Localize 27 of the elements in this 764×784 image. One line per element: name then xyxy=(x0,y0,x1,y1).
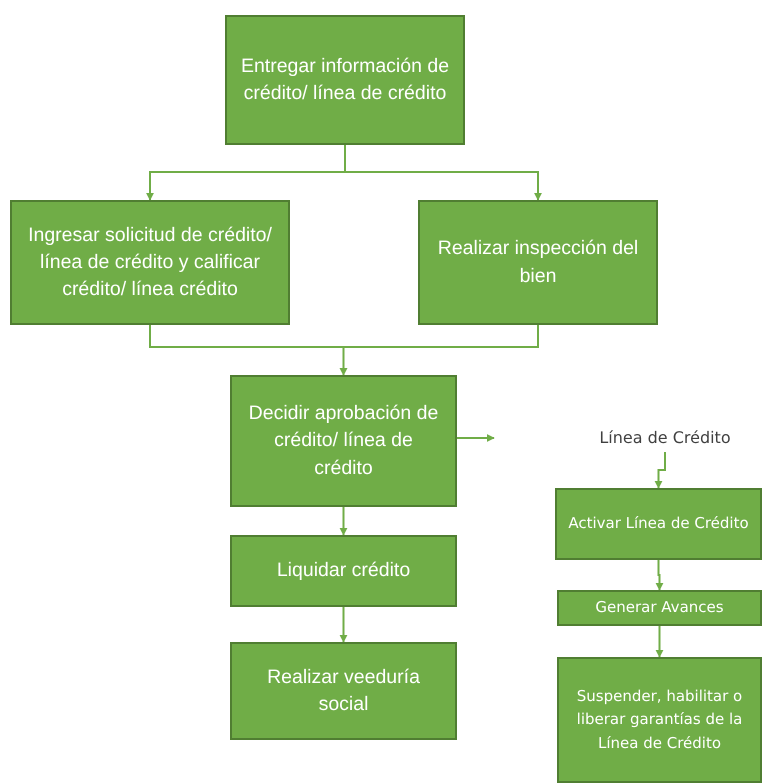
box-text: Realizar veeduría social xyxy=(266,664,421,717)
box-text: Ingresar solicitud de crédito/ línea de crédito y calificar crédito/ línea crédito xyxy=(27,222,273,302)
arrow xyxy=(656,626,664,658)
box-text: Activar Línea de Crédito xyxy=(568,513,749,534)
arrow xyxy=(344,145,542,201)
arrow xyxy=(340,325,539,376)
box-text: Entregar información de crédito/ línea de crédito xyxy=(240,54,450,106)
box-text: Generar Avances xyxy=(595,597,724,618)
process-box xyxy=(230,642,457,740)
arrow xyxy=(656,560,664,591)
process-box xyxy=(230,375,457,507)
process-box xyxy=(557,657,762,783)
arrow xyxy=(340,507,348,536)
box-text: Liquidar crédito xyxy=(276,558,410,584)
process-box xyxy=(10,200,290,325)
process-box xyxy=(225,15,465,145)
arrow xyxy=(340,607,348,643)
section-heading: Línea de Crédito xyxy=(599,426,731,449)
arrow xyxy=(654,452,666,489)
box-text: Decidir aprobación de crédito/ línea de crédito xyxy=(248,401,440,481)
process-box xyxy=(418,200,658,325)
process-box xyxy=(230,535,457,607)
box-text: Suspender, habilitar o liberar garantías de la Línea de Crédito xyxy=(576,686,744,754)
process-box xyxy=(557,590,762,626)
process-box xyxy=(555,488,762,560)
arrow xyxy=(457,434,495,442)
box-text: Realizar inspección del bien xyxy=(436,236,640,288)
